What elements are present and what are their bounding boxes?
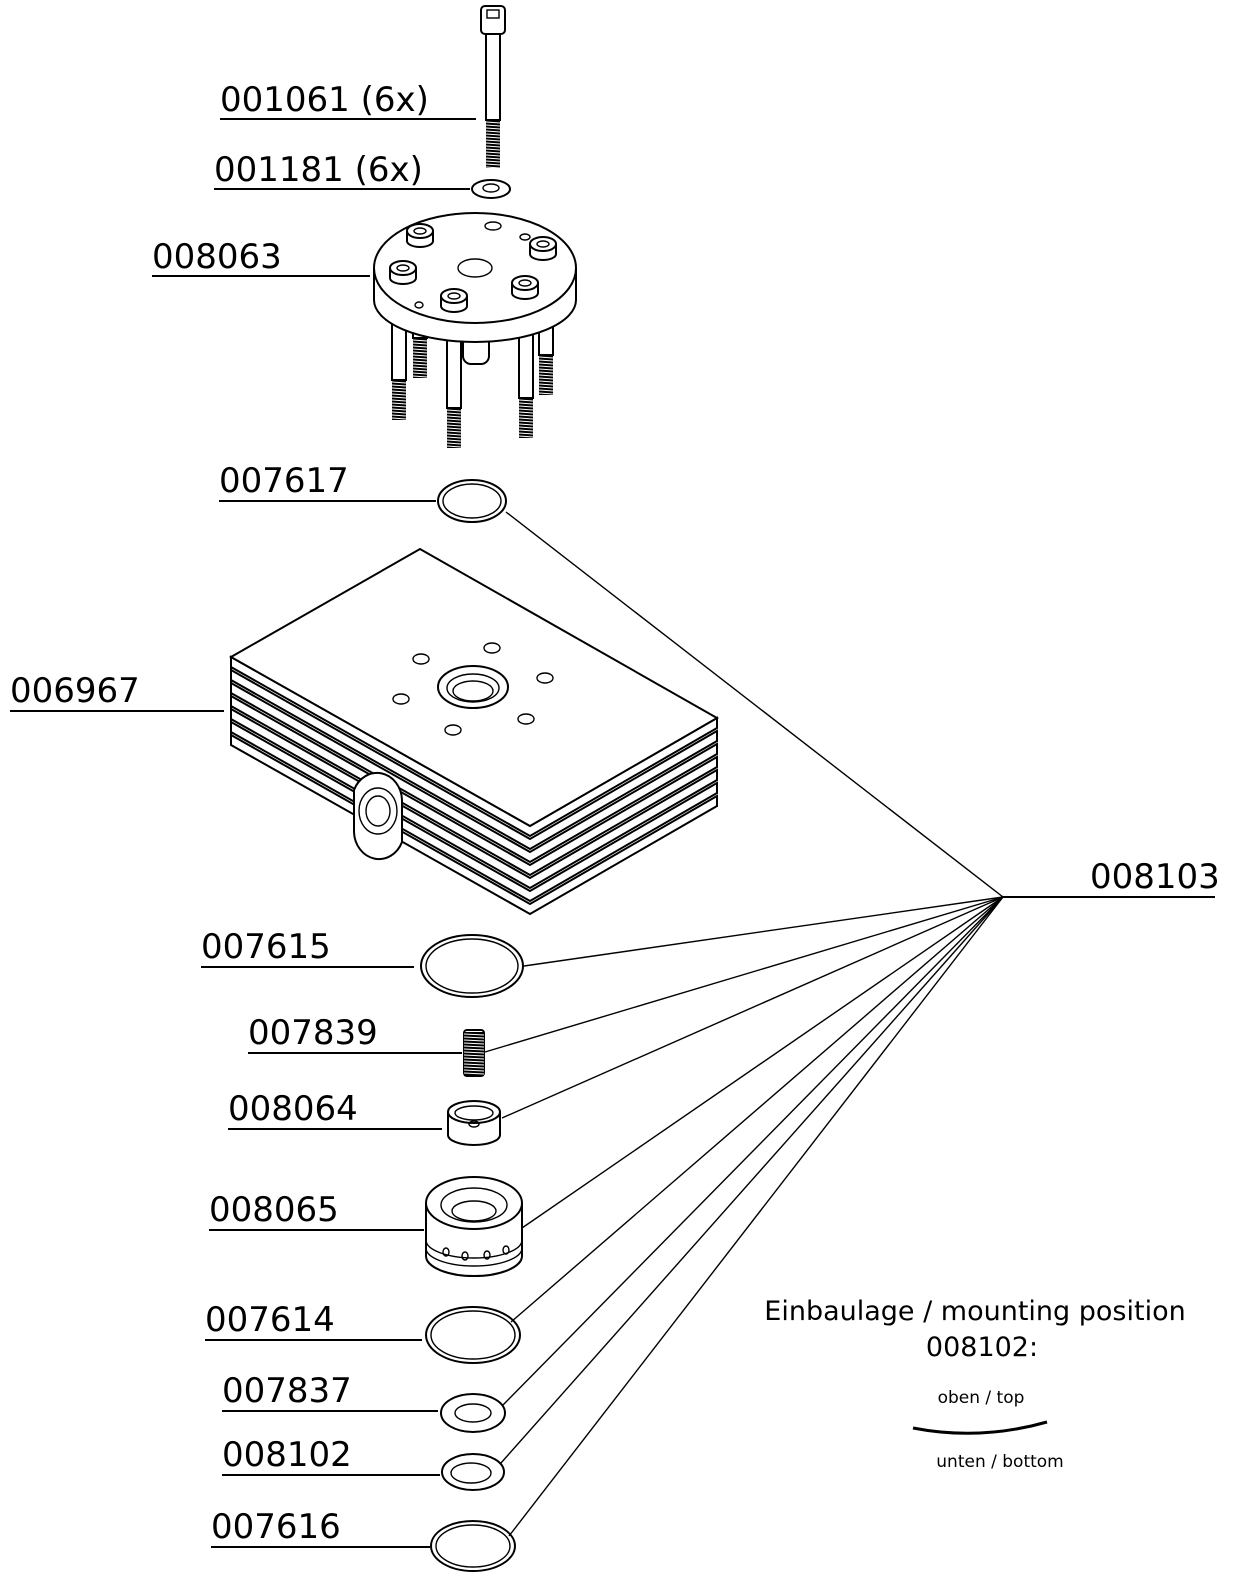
- label-008065-text: 008065: [209, 1190, 339, 1230]
- label-001181-text: 001181 (6x): [214, 150, 423, 190]
- mounting-note-part: 008102:: [926, 1332, 1038, 1363]
- label-007616-text: 007616: [211, 1507, 341, 1547]
- label-008063-text: 008063: [152, 237, 282, 277]
- label-001061-text: 001061 (6x): [220, 80, 429, 120]
- label-007615-text: 007615: [201, 927, 331, 967]
- label-008065: 008065: [209, 1190, 424, 1231]
- mounting-note-top: oben / top: [938, 1388, 1025, 1408]
- label-007839: 007839: [248, 1013, 462, 1054]
- flange-008063: [373, 212, 577, 448]
- label-008102: 008102: [222, 1435, 440, 1476]
- label-008064-text: 008064: [228, 1089, 358, 1129]
- spring-washer-008102: [441, 1453, 505, 1491]
- cap-008064: [447, 1100, 501, 1146]
- label-007615: 007615: [201, 927, 414, 968]
- label-007614: 007614: [205, 1300, 422, 1341]
- label-001061: 001061 (6x): [220, 80, 476, 120]
- mounting-note-title: Einbaulage / mounting position: [764, 1296, 1185, 1327]
- label-007614-text: 007614: [205, 1300, 335, 1340]
- washer-001181: [471, 179, 511, 199]
- mounting-note-bottom: unten / bottom: [936, 1452, 1063, 1472]
- screw-001061: [480, 5, 506, 169]
- o-ring-007614: [425, 1306, 521, 1364]
- label-006967: 006967: [10, 671, 224, 712]
- o-ring-007617: [437, 479, 507, 523]
- label-008063: 008063: [152, 237, 370, 277]
- label-008102-text: 008102: [222, 1435, 352, 1475]
- o-ring-007615: [420, 934, 524, 998]
- mounting-position-note: Einbaulage / mounting position 008102: o…: [764, 1296, 1185, 1472]
- block-006967: [228, 547, 720, 916]
- kit-008103-leaders: [484, 511, 1215, 1537]
- label-001181: 001181 (6x): [214, 150, 470, 190]
- set-screw-007839: [463, 1029, 485, 1077]
- label-008103-text: 008103: [1090, 857, 1220, 897]
- washer-007837: [440, 1393, 506, 1433]
- body-008065: [425, 1176, 523, 1277]
- label-006967-text: 006967: [10, 671, 140, 711]
- label-007837-text: 007837: [222, 1371, 352, 1411]
- label-007617: 007617: [219, 461, 436, 502]
- label-007837: 007837: [222, 1371, 438, 1412]
- label-008064: 008064: [228, 1089, 442, 1130]
- label-008103: 008103: [1090, 857, 1220, 897]
- mounting-note-curve: [912, 1420, 1048, 1435]
- label-007617-text: 007617: [219, 461, 349, 501]
- o-ring-007616: [430, 1520, 516, 1572]
- label-007839-text: 007839: [248, 1013, 378, 1053]
- label-007616: 007616: [211, 1507, 430, 1548]
